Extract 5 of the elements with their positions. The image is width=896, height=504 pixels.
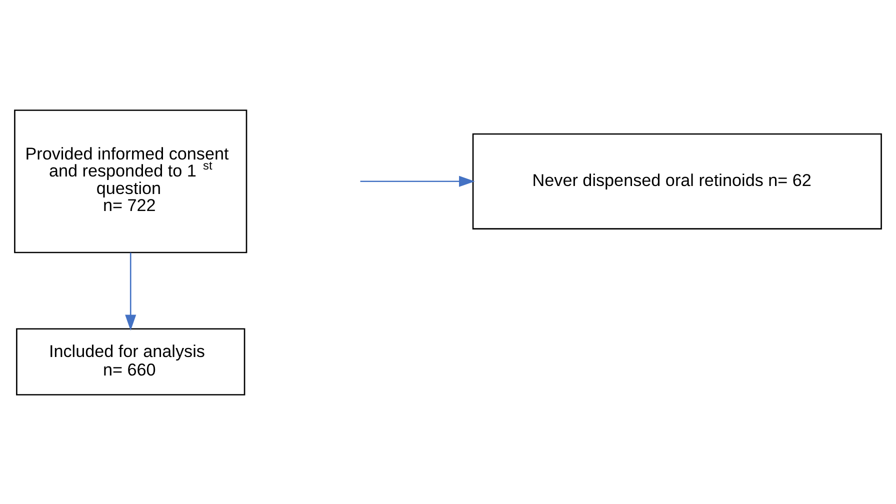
node-box: Included for analysis n= 660	[16, 328, 246, 395]
node-box: Provided informed consent and responded to 1$^{st}$ question n= 722	[14, 109, 248, 253]
arrow	[360, 175, 475, 186]
arrow	[125, 252, 136, 330]
node-box: Never dispensed oral retinoids n= 62	[472, 132, 882, 229]
